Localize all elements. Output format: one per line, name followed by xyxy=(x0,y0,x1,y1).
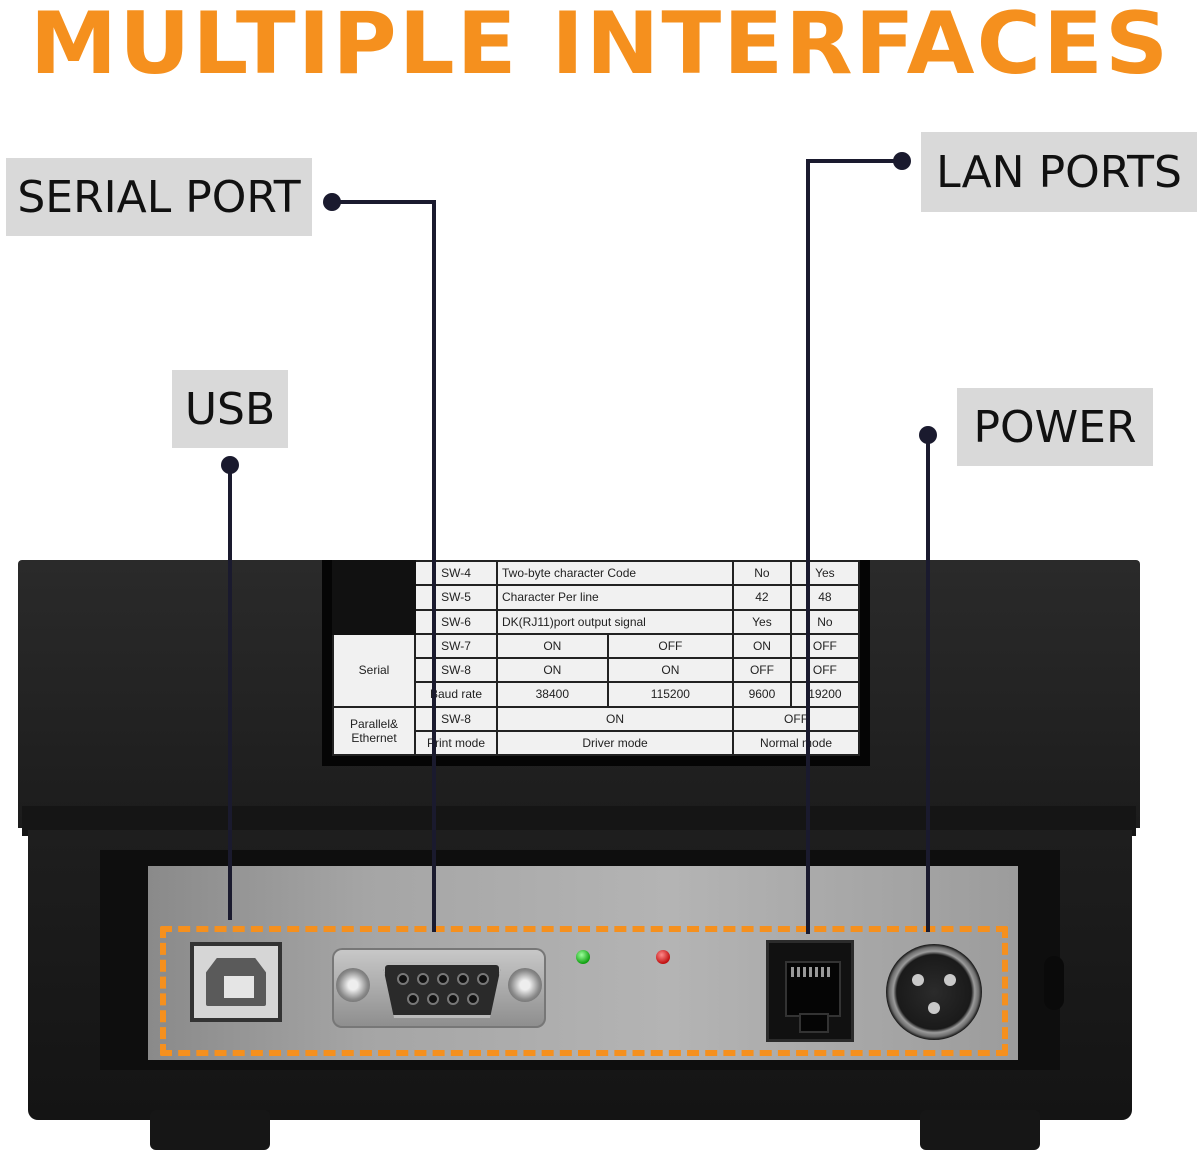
sticker-desc: Character Per line xyxy=(495,584,735,611)
screw-icon xyxy=(508,968,542,1002)
pin xyxy=(467,993,479,1005)
power-pin xyxy=(944,974,956,986)
power-pin xyxy=(912,974,924,986)
sticker-right: Normal mode xyxy=(732,729,860,757)
dip-switch-table: SW-4 Two-byte character Code No Yes SW-5… xyxy=(332,559,861,757)
pin xyxy=(427,993,439,1005)
sticker-sw: SW-5 xyxy=(414,584,498,611)
sticker-v: 9600 xyxy=(732,681,792,708)
sticker-parallel-group: Parallel& Ethernet xyxy=(332,705,416,756)
dip-switch-label: SW-4 Two-byte character Code No Yes SW-5… xyxy=(322,559,870,766)
pin xyxy=(407,993,419,1005)
sticker-b: 48 xyxy=(789,584,861,611)
sticker-left: ON xyxy=(495,705,735,732)
screw-icon xyxy=(336,968,370,1002)
sticker-a: 42 xyxy=(732,584,792,611)
sticker-v: 19200 xyxy=(789,681,861,708)
red-led xyxy=(656,950,670,964)
lan-ports-callout: LAN PORTS xyxy=(921,132,1197,212)
sticker-v: OFF xyxy=(606,632,735,660)
pin xyxy=(397,973,409,985)
sticker-left: Driver mode xyxy=(495,729,735,757)
power-pin xyxy=(928,1002,940,1014)
serial-leader-line xyxy=(332,200,436,204)
sticker-v: ON xyxy=(496,632,609,660)
pin xyxy=(417,973,429,985)
sticker-v: OFF xyxy=(789,632,861,660)
sticker-b: No xyxy=(789,608,861,635)
headline: MULTIPLE INTERFACES xyxy=(29,0,1171,94)
sticker-desc: Two-byte character Code xyxy=(495,559,735,587)
pin xyxy=(437,973,449,985)
pin xyxy=(477,973,489,985)
usb-callout: USB xyxy=(172,370,288,448)
serial-port-callout: SERIAL PORT xyxy=(6,158,312,236)
power-callout: POWER xyxy=(957,388,1153,466)
sticker-v: OFF xyxy=(732,656,792,684)
side-slot xyxy=(1044,956,1064,1010)
pin xyxy=(457,973,469,985)
sticker-sw: Print mode xyxy=(414,729,498,757)
sticker-sw: SW-8 xyxy=(414,656,498,684)
sticker-v: ON xyxy=(732,632,792,660)
printer-foot xyxy=(920,1110,1040,1150)
pin xyxy=(447,993,459,1005)
sticker-v: ON xyxy=(496,656,609,684)
sticker-a: Yes xyxy=(732,608,792,635)
lan-leader-dot xyxy=(893,152,911,170)
sticker-v: 38400 xyxy=(496,681,609,708)
sticker-v: ON xyxy=(606,656,735,684)
rj11-lan-port xyxy=(766,940,854,1042)
sticker-serial-group: Serial xyxy=(332,632,416,708)
printer-foot xyxy=(150,1110,270,1150)
sticker-right: OFF xyxy=(732,705,860,732)
power-leader-line xyxy=(926,434,930,932)
rj-contacts xyxy=(791,967,833,977)
usb-leader-line xyxy=(228,464,232,920)
sticker-sw: SW-6 xyxy=(414,608,498,635)
usb-b-tongue xyxy=(224,976,254,998)
sticker-sw: Baud rate xyxy=(414,681,498,708)
sticker-sw: SW-8 xyxy=(414,705,498,732)
sticker-sw: SW-7 xyxy=(414,632,498,660)
sticker-v: OFF xyxy=(789,656,861,684)
serial-leader-line xyxy=(432,200,436,932)
usb-b-port xyxy=(190,942,282,1022)
sticker-desc: DK(RJ11)port output signal xyxy=(495,608,735,635)
serial-db9-port xyxy=(332,948,546,1028)
power-din-port xyxy=(886,944,982,1040)
sticker-v: 115200 xyxy=(606,681,735,708)
green-led xyxy=(576,950,590,964)
lan-leader-line xyxy=(806,159,902,163)
ports-highlight-box xyxy=(160,926,1008,1056)
sticker-sw: SW-4 xyxy=(414,559,498,587)
sticker-b: Yes xyxy=(789,559,861,587)
rj-latch xyxy=(799,1013,829,1033)
db9-shell xyxy=(382,962,502,1018)
lan-leader-line xyxy=(806,159,810,934)
sticker-a: No xyxy=(732,559,792,587)
